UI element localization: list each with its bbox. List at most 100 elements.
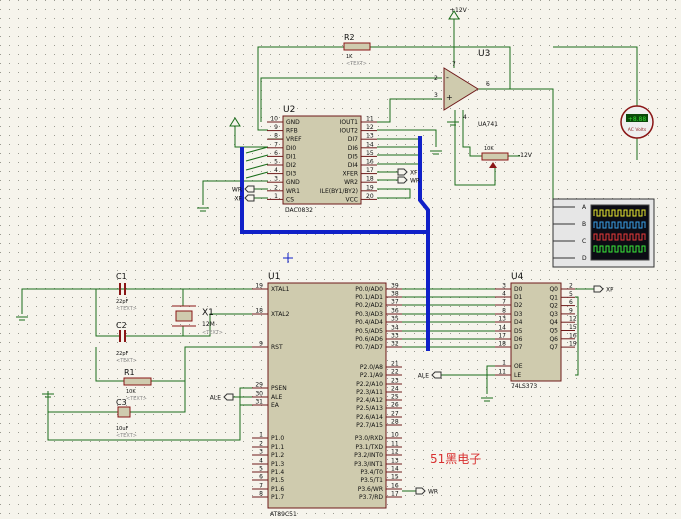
- u2-pin-name: DI4: [348, 162, 358, 169]
- wire-iout2: [377, 129, 437, 147]
- u1-pin-name: P3.2/INT0: [354, 452, 383, 459]
- u1-pin-number: 18: [255, 308, 263, 315]
- oscilloscope-channel-label: B: [582, 221, 586, 228]
- u1-pin-number: 8: [259, 491, 263, 498]
- wire-vneg: [462, 110, 482, 157]
- u4-pin-number: 16: [569, 332, 577, 339]
- u1-pin-number: 26: [391, 402, 399, 409]
- wire-dac-gnd: [202, 180, 268, 205]
- u1-pin-name: P0.5/AD5: [355, 328, 383, 335]
- oscilloscope-channel-label: D: [582, 255, 587, 262]
- u1-pin-name: XTAL2: [271, 311, 290, 318]
- r1-ref: R1: [124, 368, 135, 377]
- u1-ref: U1: [268, 272, 280, 282]
- u1-pin-number: 7: [259, 483, 263, 490]
- u4-pin-number: 14: [498, 325, 506, 332]
- u4-pin-number: 13: [498, 316, 506, 323]
- wire-ile-vcc: [377, 188, 411, 199]
- oscilloscope-channel-label: C: [582, 238, 586, 245]
- u1-pin-number: 13: [391, 458, 399, 465]
- u3-opamp-body: [443, 67, 479, 111]
- u1-pin-number: 11: [391, 441, 399, 448]
- u2-pin-number: 19: [366, 184, 374, 191]
- x1-value: 12M: [202, 321, 215, 328]
- voltmeter-reading: +8.88: [628, 116, 647, 123]
- wire-xtal2: [125, 313, 252, 337]
- u2-pin-number: 16: [366, 159, 374, 166]
- u1-pin-name: P1.5: [271, 477, 284, 484]
- wire-rst: [130, 346, 252, 413]
- x1-text-placeholder: <TEXT>: [202, 330, 223, 336]
- wire-iout1: [377, 98, 442, 123]
- u4-pin-number: 7: [502, 299, 506, 306]
- u2-pin-name: DI3: [286, 171, 296, 178]
- u3-pin-noninv: 3: [434, 92, 438, 99]
- wire-dac-bus-entry: [245, 154, 269, 162]
- u1-pin-number: 17: [391, 491, 399, 498]
- dac-cs-net-text: XF: [234, 196, 242, 203]
- u1-pin-name: P2.7/A15: [356, 422, 383, 429]
- r2-ref: R2: [344, 33, 355, 42]
- u4-pin-name: OE: [514, 363, 523, 370]
- c3-text-placeholder: <TEXT>: [116, 433, 137, 439]
- u1-pin-number: 23: [391, 378, 399, 385]
- wire-r1-left: [95, 347, 124, 382]
- u2-ref: U2: [283, 105, 295, 115]
- u4-pin-number: 17: [498, 333, 506, 340]
- u4-pin-number: 5: [569, 291, 573, 298]
- c2-value: 22pF: [116, 351, 129, 357]
- u1-pin-number: 38: [391, 291, 399, 298]
- u1-pin-number: 22: [391, 369, 399, 376]
- dac-cs-net-tag: [244, 194, 255, 202]
- wire-feedback: [260, 77, 442, 122]
- wire-q-bundle: [575, 296, 579, 376]
- wire-to-voltmeter: [553, 46, 638, 106]
- u2-pin-number: 4: [274, 167, 278, 174]
- u4-pin-name: D3: [514, 311, 523, 318]
- u1-pin-name: P3.3/INT1: [354, 461, 383, 468]
- wire-out-to-scope: [510, 88, 554, 199]
- wires-layer: [21, 19, 638, 492]
- u1-pin-number: 36: [391, 308, 399, 315]
- u1-pin-name: RST: [271, 344, 283, 351]
- u1-pin-name: P0.7/AD7: [355, 344, 383, 351]
- u2-pin-name: VREF: [286, 136, 302, 143]
- u2-pin-name: WR2: [344, 179, 358, 186]
- u4-pin-number: 19: [569, 341, 577, 348]
- pot-value: 10K: [484, 146, 494, 152]
- u1-pin-name: ALE: [271, 394, 282, 401]
- u4-pin-number: 3: [502, 283, 506, 290]
- u2-pin-name: DI0: [286, 145, 296, 152]
- u1-pin-name: P2.0/A8: [360, 364, 383, 371]
- latch-le-net-text: ALE: [418, 373, 429, 380]
- dac-wr1-net-text: WR: [232, 187, 242, 194]
- u4-pin-name: D2: [514, 302, 523, 309]
- u1-pin-name: P3.0/RXD: [355, 435, 383, 442]
- u3-plus-sign: +: [446, 93, 453, 102]
- u3-minus-sign: -: [446, 73, 449, 82]
- u2-pin-name: DI5: [348, 153, 358, 160]
- dac-xfer-net-text: XF: [410, 170, 418, 177]
- u1-pin-name: P1.0: [271, 435, 284, 442]
- wire-r2-left: [257, 46, 344, 131]
- latch-q0-net-tag: [593, 285, 604, 293]
- u4-pin-number: 9: [569, 307, 573, 314]
- u4-pin-name: Q4: [549, 319, 558, 326]
- u1-pin-name: P2.6/A14: [356, 414, 383, 421]
- u4-pin-name: D7: [514, 344, 523, 351]
- wire-psen-loop: [47, 387, 252, 441]
- u2-pin-number: 7: [274, 141, 278, 148]
- u4-pin-number: 15: [569, 324, 577, 331]
- u1-pin-number: 21: [391, 361, 399, 368]
- u2-pin-name: DI7: [348, 136, 358, 143]
- u2-pin-name: RFB: [286, 128, 298, 135]
- wire-oe-gnd: [486, 365, 495, 394]
- r1-resistor: [123, 377, 152, 386]
- u1-pin-number: 9: [259, 341, 263, 348]
- u4-pin-name: D5: [514, 328, 523, 335]
- u2-pin-name: WR1: [286, 188, 300, 195]
- u4-pin-number: 18: [498, 341, 506, 348]
- supply-negative-label: -12V: [518, 152, 533, 159]
- u1-pin-number: 12: [391, 449, 399, 456]
- u2-pin-number: 3: [274, 176, 278, 183]
